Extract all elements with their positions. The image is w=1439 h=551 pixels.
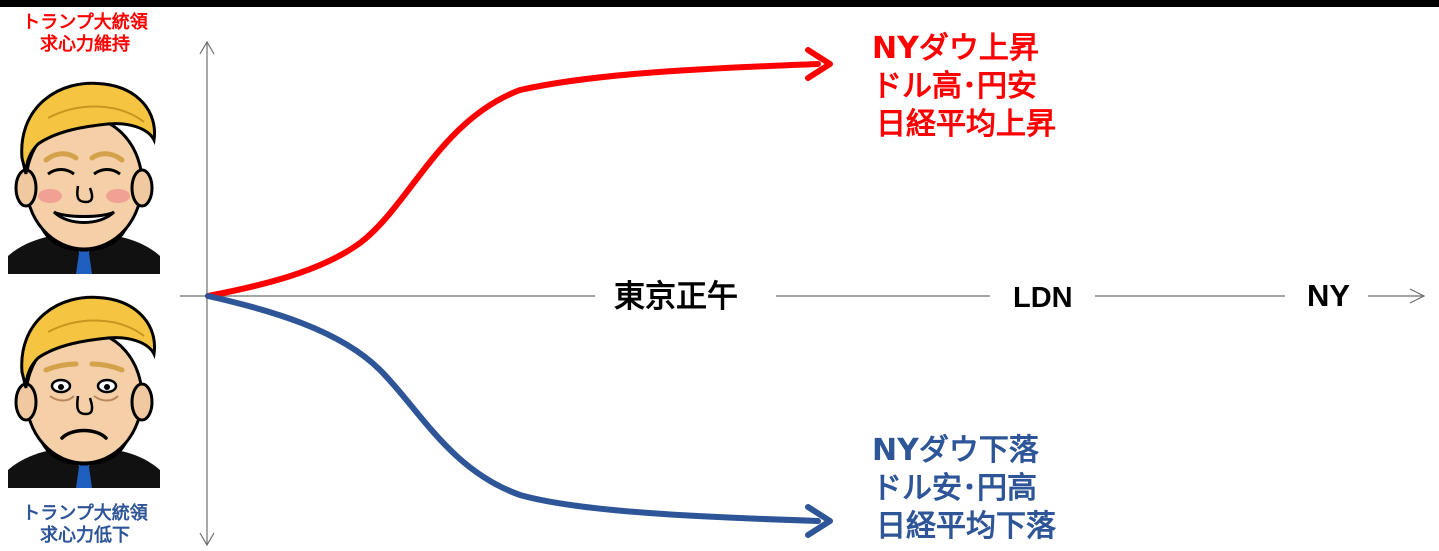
bull-outcome-line1: NYダウ上昇 [872, 31, 1039, 66]
bear-outcome: NYダウ下落 ドル安･円高 日経平均下落 [872, 432, 1056, 546]
bull-caption-line2: 求心力維持 [40, 34, 130, 55]
timeline-label-newyork: NY [1307, 278, 1351, 313]
timeline-label-london: LDN [1013, 282, 1073, 314]
sad-trump-face-icon [8, 295, 160, 488]
top-border [0, 0, 1439, 7]
timeline-arrow-icon [1409, 288, 1426, 304]
bear-scenario-curve [205, 293, 821, 524]
bear-outcome-line3: 日経平均下落 [876, 509, 1056, 544]
bear-caption-line1: トランプ大統領 [22, 503, 148, 524]
bear-caption: トランプ大統領 求心力低下 [0, 503, 170, 547]
bear-outcome-line1: NYダウ下落 [872, 433, 1039, 468]
axis-up-arrow-icon [199, 40, 215, 55]
bull-caption-line1: トランプ大統領 [22, 12, 148, 33]
bear-outcome-line2: ドル安･円高 [872, 471, 1037, 506]
timeline-label-tokyo: 東京正午 [614, 279, 738, 315]
bull-outcome-line3: 日経平均上昇 [876, 107, 1056, 142]
bull-outcome-line2: ドル高･円安 [872, 69, 1037, 104]
bull-outcome: NYダウ上昇 ドル高･円安 日経平均上昇 [872, 30, 1056, 144]
smiling-trump-face-icon [8, 81, 160, 274]
bull-arrowhead-icon [805, 47, 833, 81]
bull-caption: トランプ大統領 求心力維持 [0, 12, 170, 56]
bear-arrowhead-icon [805, 504, 833, 538]
bull-scenario-curve [205, 61, 821, 299]
bear-caption-line2: 求心力低下 [40, 525, 130, 546]
axis-down-arrow-icon [199, 532, 215, 547]
